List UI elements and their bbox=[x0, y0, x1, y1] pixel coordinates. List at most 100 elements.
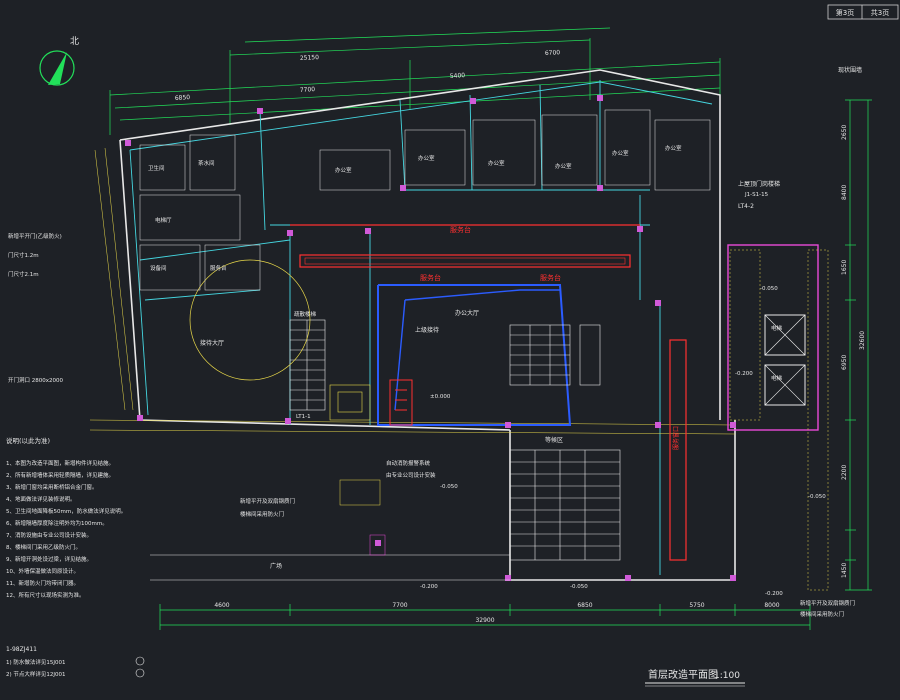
dim-top-1: 6850 bbox=[175, 94, 191, 102]
outer-walls bbox=[119, 69, 736, 581]
note-door-a: 新增平开门(乙级防火) bbox=[8, 232, 62, 240]
service-label: 服务台 bbox=[210, 264, 227, 272]
detail-ref-icon bbox=[135, 668, 145, 678]
room-label-6: 办公室 bbox=[335, 166, 352, 174]
dim-bottom-3: 6850 bbox=[577, 602, 592, 609]
note-door-b: 门尺寸1.2m bbox=[8, 251, 39, 259]
note-existing-wall: 现状围墙 bbox=[838, 66, 862, 74]
bottom-dimension-lines bbox=[159, 604, 811, 630]
general-notes: 说明(以此为准) 1、本图为改造平面图，新增构件详见结施。 2、所有新增墙体采用… bbox=[6, 436, 145, 678]
elev-2: -0.050 bbox=[440, 484, 458, 490]
dim-top-4: 5400 bbox=[450, 72, 466, 80]
note-line-8: 8、楼梯间门采用乙级防火门。 bbox=[6, 543, 81, 551]
note-new-door-3: 新增平开及双扇钢质门 bbox=[800, 599, 855, 607]
service-counters bbox=[290, 224, 687, 561]
dim-right-1: 2650 bbox=[841, 125, 848, 140]
elevator-hall-label: 电梯厅 bbox=[155, 216, 172, 224]
dim-bottom-total: 32900 bbox=[475, 617, 494, 624]
counter-label-3: 服务台 bbox=[540, 273, 561, 282]
lobby-label: 接待大厅 bbox=[200, 339, 224, 347]
drawing-title: 首层改造平面图 bbox=[648, 668, 718, 681]
elev-8: -0.200 bbox=[735, 371, 753, 377]
room-label-3: 办公室 bbox=[555, 162, 572, 170]
fire-equipment bbox=[389, 379, 413, 426]
top-rooms bbox=[319, 109, 711, 191]
stair-left bbox=[289, 319, 371, 421]
elev-3: -0.050 bbox=[760, 286, 778, 292]
toilet-label: 卫生间 bbox=[148, 164, 165, 172]
dim-right-6: 1450 bbox=[841, 563, 848, 578]
lower-plaza bbox=[150, 479, 510, 581]
note-line-9: 9、新增开洞处设过梁，详见结施。 bbox=[6, 555, 92, 563]
note-line-4: 4、地面做法详见装修说明。 bbox=[6, 495, 76, 503]
note-door-c: 门尺寸2.1m bbox=[8, 270, 39, 278]
dim-top-2: 7700 bbox=[300, 86, 316, 94]
dim-bottom-5: 8000 bbox=[764, 602, 779, 609]
note-ref-main: 1-98ZJ411 bbox=[6, 646, 37, 653]
open-office-label: 办公大厅 bbox=[455, 309, 479, 317]
room-label-5: 办公室 bbox=[665, 144, 682, 152]
note-line-11: 11、新增防火门均带闭门器。 bbox=[6, 579, 79, 587]
dim-top-3: 25150 bbox=[300, 54, 320, 62]
sheet-title-block: 第3页 共3页 bbox=[827, 4, 899, 20]
room-label-2: 办公室 bbox=[488, 159, 505, 167]
north-arrow-icon: 北 bbox=[39, 36, 79, 86]
dim-bottom-4: 5750 bbox=[689, 602, 704, 609]
stair-label: 疏散楼梯 bbox=[294, 310, 317, 318]
reception-label: 上级接待 bbox=[415, 326, 439, 334]
drawing-title-block: 首层改造平面图 1:100 bbox=[645, 668, 745, 687]
note-line-7: 7、消防设施由专业公司设计安装。 bbox=[6, 531, 92, 539]
sheet-total: 共3页 bbox=[871, 8, 889, 17]
lt1-label: LT1-1 bbox=[296, 414, 311, 420]
elev-6: -0.050 bbox=[808, 494, 826, 500]
right-annex bbox=[727, 244, 829, 591]
dim-bottom-1: 4600 bbox=[214, 602, 229, 609]
note-line-6: 6、新增隔墙厚度除注明外均为100mm。 bbox=[6, 519, 108, 527]
road-label: 广场 bbox=[270, 562, 282, 570]
dim-top-5: 6700 bbox=[545, 49, 561, 57]
left-rooms bbox=[139, 134, 261, 291]
notes-heading: 说明(以此为准) bbox=[6, 436, 50, 445]
service-strip-label: 服务窗口 bbox=[672, 426, 680, 450]
seating-rows bbox=[509, 324, 621, 561]
top-dimension-lines bbox=[109, 27, 721, 135]
note-line-1: 1、本图为改造平面图，新增构件详见结施。 bbox=[6, 459, 114, 467]
tea-label: 茶水间 bbox=[198, 159, 215, 167]
north-label: 北 bbox=[70, 36, 79, 47]
note-lt4: LT4-2 bbox=[738, 203, 754, 210]
note-roof-stair-ref: J1-S1-15 bbox=[744, 192, 769, 198]
elev-5: -0.200 bbox=[765, 591, 783, 597]
note-new-door-1: 新增平开及双扇钢质门 bbox=[240, 497, 295, 505]
elev-7: -0.050 bbox=[570, 584, 588, 590]
right-dimension-lines bbox=[845, 99, 872, 591]
dim-right-4: 6950 bbox=[841, 355, 848, 370]
drawing-scale: 1:100 bbox=[714, 671, 740, 681]
waiting-area-label: 等候区 bbox=[545, 436, 563, 444]
mech-label: 设备间 bbox=[150, 264, 167, 272]
note-line-10: 10、外墙保温做法同原设计。 bbox=[6, 567, 79, 575]
dim-bottom-2: 7700 bbox=[392, 602, 407, 609]
elevator-2-label: 电梯 bbox=[771, 374, 783, 382]
structural-columns bbox=[125, 95, 736, 581]
note-new-door-4: 楼梯间采用防火门 bbox=[800, 610, 844, 618]
room-label-1: 办公室 bbox=[418, 154, 435, 162]
dim-right-3: 1650 bbox=[841, 260, 848, 275]
note-line-3: 3、新增门窗均采用断桥铝合金门窗。 bbox=[6, 483, 98, 491]
dim-right-5: 2200 bbox=[841, 465, 848, 480]
lobby-circle-outline bbox=[189, 259, 311, 381]
detail-ref-icon bbox=[135, 656, 145, 666]
dim-right-total: 32600 bbox=[859, 331, 866, 350]
elev-1: ±0.000 bbox=[430, 394, 451, 400]
note-line-2: 2、所有新增墙体采用轻质隔墙，详见建施。 bbox=[6, 471, 114, 479]
counter-label-1: 服务台 bbox=[450, 225, 471, 234]
note-roof-stair: 上屋顶门岗楼梯 bbox=[738, 180, 780, 188]
note-open-door: 开门洞口 2800x2000 bbox=[8, 376, 63, 384]
sheet-number: 第3页 bbox=[836, 8, 854, 17]
note-ref-a: 1) 防水做法详见15J001 bbox=[6, 658, 66, 666]
note-ref-b: 2) 节点大样详见12J001 bbox=[6, 670, 66, 678]
note-security: 自动消防报警系统 bbox=[386, 459, 431, 467]
note-security-2: 由专业公司设计安装 bbox=[386, 471, 436, 479]
dim-right-2: 8400 bbox=[841, 185, 848, 200]
note-line-12: 12、所有尺寸以现场实测为准。 bbox=[6, 591, 85, 599]
